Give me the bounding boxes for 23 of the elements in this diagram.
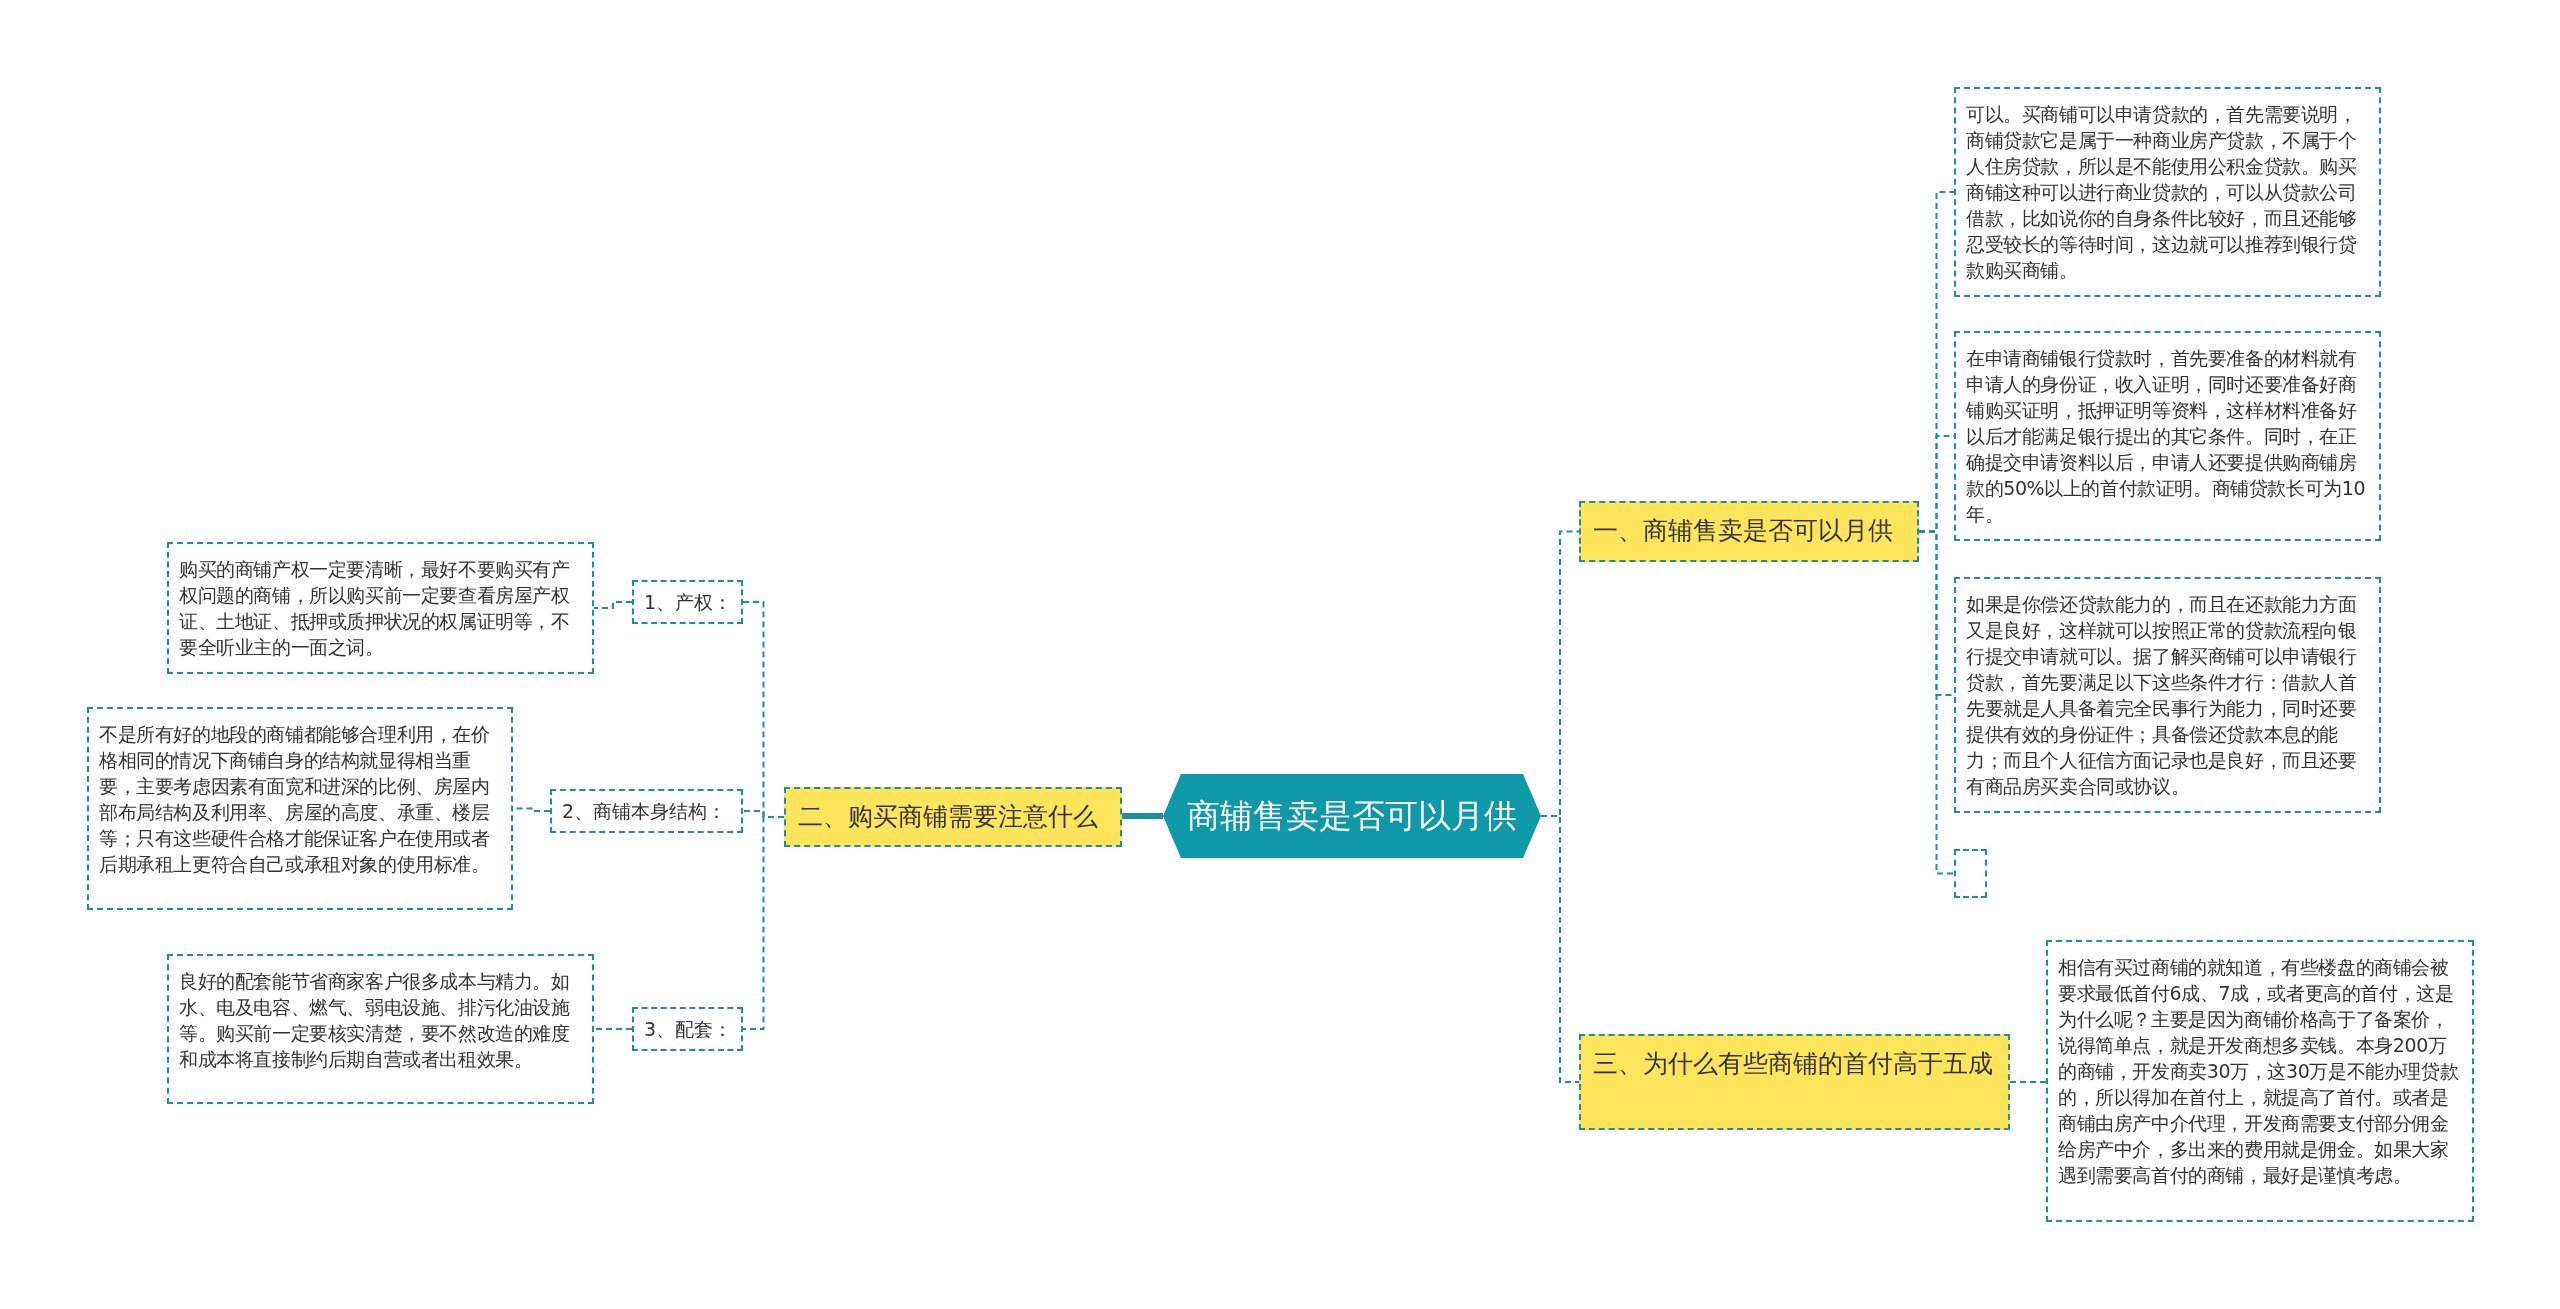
connector-line [1918,530,1955,875]
note-box: 如果是你偿还贷款能力的，而且在还款能力方面又是良好，这样就可以按照正常的贷款流程向银行提交申请就可以。据了解买商铺可以申请银行贷款，首先要满足以下这些条件才行：借款人首先要就是人具备着完全民事行为能力，同时还要提供有效的身份证件；具备偿还贷款本息的能力；而且个人征信方面记录也是良好，而且还要有商品房买卖合同或协议。 [1954,577,2381,813]
connector-line [2009,1081,2047,1083]
note-box: 不是所有好的地段的商铺都能够合理利用，在价格相同的情况下商铺自身的结构就显得相当重要，主要考虑因素有面宽和进深的比例、房屋内部布局结构及利用率、房屋的高度、承重、楼层等；只有这些硬件合格才能保证客户在使用或者后期承租上更符合自己或承租对象的使用标准。 [87,707,513,910]
subtopic-box: 2、商铺本身结构： [550,789,743,833]
branch-box: 三、为什么有些商铺的首付高于五成 [1579,1034,2010,1130]
branch-box: 一、商辅售卖是否可以月供 [1579,501,1919,562]
connector-line [742,816,785,1030]
topic-text: 商辅售卖是否可以月供 [1187,794,1517,837]
branch-box: 二、购买商铺需要注意什么 [784,787,1122,847]
subtopic-box: 1、产权： [632,580,743,624]
note-box: 可以。买商铺可以申请贷款的，首先需要说明，商铺贷款它是属于一种商业房产贷款，不属于个人住房贷款，所以是不能使用公积金贷款。购买商铺这种可以进行商业贷款的，可以从贷款公司借款，比如说你的自身条件比较好，而且还能够忍受较长的等待时间，这边就可以推荐到银行贷款购买商铺。 [1954,87,2381,297]
note-box: 购买的商铺产权一定要清晰，最好不要购买有产权问题的商铺，所以购买前一定要查看房屋产权证、土地证、抵押或质押状况的权属证明等，不要全听业主的一面之词。 [167,542,594,674]
note-box: 相信有买过商铺的就知道，有些楼盘的商铺会被要求最低首付6成、7成，或者更高的首付，这是为什么呢？主要是因为商铺价格高于了备案价，说得简单点，就是开发商想多卖钱。本身200万的商铺，开发商卖30万，这30万是不能办理贷款的，所以得加在首付上，就提高了首付。或者是商铺由房产中介代理，开发商需要支付部分佣金给房产中介，多出来的费用就是佣金。如果大家遇到需要高首付的商铺，最好是谨慎考虑。 [2046,940,2474,1222]
topic-hexagon [1163,774,1541,858]
connector-line [1122,813,1163,819]
empty-box [1954,849,1987,898]
connector-line [593,601,633,609]
note-box: 良好的配套能节省商家客户很多成本与精力。如水、电及电容、燃气、弱电设施、排污化油设施等。购买前一定要核实清楚，要不然改造的难度和成本将直接制约后期自营或者出租效果。 [167,954,594,1104]
connector-line [593,1028,633,1030]
connector-line [1540,815,1580,1083]
subtopic-box: 3、配套： [632,1007,743,1051]
note-box: 在申请商铺银行贷款时，首先要准备的材料就有申请人的身份证，收入证明，同时还要准备好商铺购买证明，抵押证明等资料，这样材料准备好以后才能满足银行提出的其它条件。同时，在正确提交申请资料以后，申请人还要提供购商铺房款的50%以上的首付款证明。商铺贷款长可为10年。 [1954,331,2381,541]
